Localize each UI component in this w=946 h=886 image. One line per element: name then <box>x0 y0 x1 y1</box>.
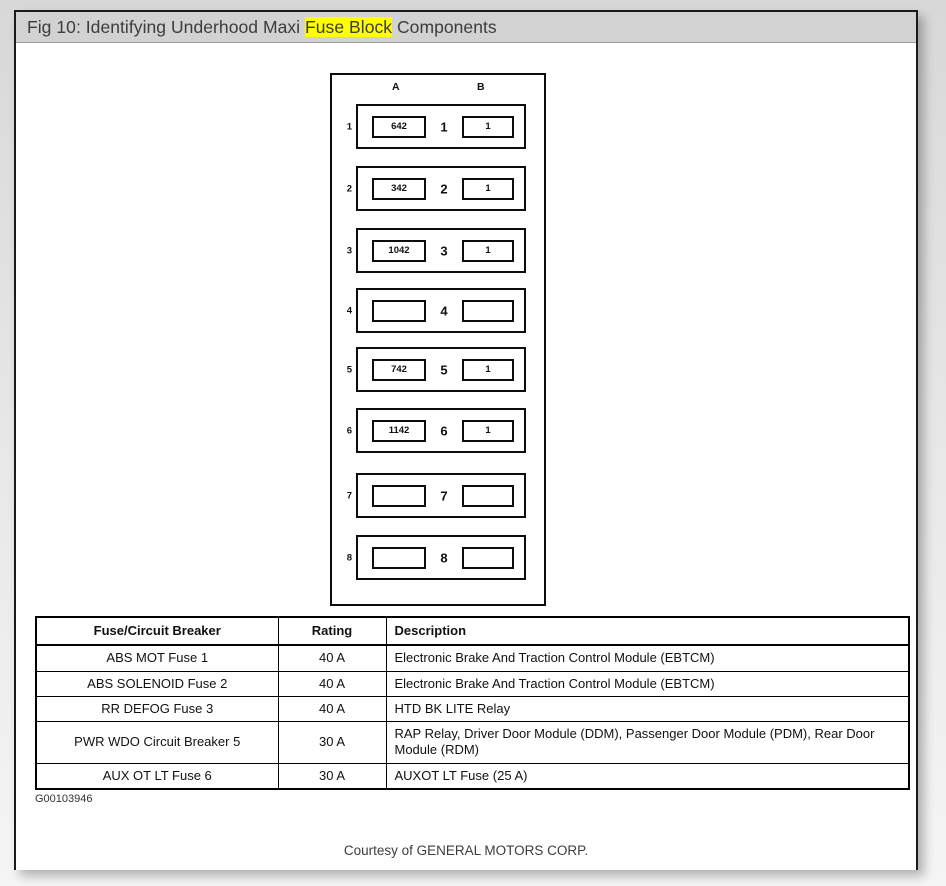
figure-title-bar: Fig 10: Identifying Underhood Maxi Fuse … <box>16 12 916 43</box>
fuse-row-label: 4 <box>346 305 352 316</box>
cell-rating: 30 A <box>277 721 387 764</box>
cell-description: RAP Relay, Driver Door Module (DDM), Pas… <box>385 721 910 764</box>
cell-fuse-name: ABS MOT Fuse 1 <box>35 644 279 672</box>
fuse-slot-a <box>372 299 426 322</box>
page-title: Fig 10: Identifying Underhood Maxi Fuse … <box>16 16 497 38</box>
column-header-description: Description <box>385 615 910 647</box>
title-suffix: Components <box>392 16 497 37</box>
fuse-row: 7 7 <box>347 473 526 518</box>
fuse-row: 2 342 2 1 <box>347 166 526 211</box>
fuse-slot-a: 342 <box>372 177 426 200</box>
cell-rating: 40 A <box>277 695 387 723</box>
diagram-column-headers: A B <box>332 81 544 97</box>
cell-rating: 40 A <box>277 670 387 697</box>
column-header-a: A <box>392 81 400 93</box>
table-row: ABS SOLENOID Fuse 2 40 A Electronic Brak… <box>35 670 910 697</box>
fuse-slot-a: 1142 <box>372 419 426 442</box>
document-content: A B 1 642 1 1 2 342 2 1 3 1042 <box>16 43 916 870</box>
fuse-row-label: 1 <box>346 121 352 132</box>
fuse-slot-b: 1 <box>462 419 514 442</box>
cell-description: Electronic Brake And Traction Control Mo… <box>385 644 910 672</box>
fuse-row: 8 8 <box>347 535 526 580</box>
document-panel: Fig 10: Identifying Underhood Maxi Fuse … <box>14 10 918 870</box>
fuse-row: 5 742 5 1 <box>347 347 526 392</box>
cell-fuse-name: ABS SOLENOID Fuse 2 <box>35 670 279 697</box>
fuse-position-number: 5 <box>440 362 448 377</box>
fuse-position-number: 2 <box>440 181 448 196</box>
title-highlight: Fuse Block <box>305 16 393 37</box>
table-row: ABS MOT Fuse 1 40 A Electronic Brake And… <box>35 644 910 672</box>
cell-rating: 30 A <box>277 762 387 790</box>
fuse-slot-b <box>462 299 514 322</box>
cell-fuse-name: AUX OT LT Fuse 6 <box>35 762 279 790</box>
fuse-slot-a: 742 <box>372 358 426 381</box>
fuse-slot-a <box>372 546 426 569</box>
fuse-slot-b: 1 <box>462 239 514 262</box>
column-header-fuse-circuit-breaker: Fuse/Circuit Breaker <box>35 615 279 647</box>
fuse-slot-a: 642 <box>372 115 426 138</box>
cell-description: HTD BK LITE Relay <box>385 695 910 723</box>
cell-rating: 40 A <box>277 644 387 672</box>
fuse-position-number: 8 <box>440 550 448 565</box>
fuse-slot-a <box>372 484 426 507</box>
fuse-slot-a: 1042 <box>372 239 426 262</box>
cell-description: Electronic Brake And Traction Control Mo… <box>385 670 910 697</box>
fuse-row: 6 1142 6 1 <box>347 408 526 453</box>
fuse-row: 4 4 <box>347 288 526 333</box>
table-header-row: Fuse/Circuit Breaker Rating Description <box>35 615 910 647</box>
fuse-row-label: 6 <box>346 425 352 436</box>
table-row: PWR WDO Circuit Breaker 5 30 A RAP Relay… <box>35 721 910 764</box>
fuse-row-label: 3 <box>346 245 352 256</box>
fuse-position-number: 4 <box>440 303 448 318</box>
fuse-row: 3 1042 3 1 <box>347 228 526 273</box>
cell-fuse-name: PWR WDO Circuit Breaker 5 <box>35 721 279 764</box>
table-row: AUX OT LT Fuse 6 30 A AUXOT LT Fuse (25 … <box>35 762 910 790</box>
fuse-slot-b: 1 <box>462 177 514 200</box>
fuse-slot-b <box>462 546 514 569</box>
figure-id-label: G00103946 <box>35 793 93 805</box>
fuse-description-table: Fuse/Circuit Breaker Rating Description … <box>35 615 910 790</box>
fuse-position-number: 6 <box>440 423 448 438</box>
fuse-row-label: 8 <box>346 552 352 563</box>
fuse-row-label: 7 <box>346 490 352 501</box>
column-header-rating: Rating <box>277 615 387 647</box>
fuse-slot-b <box>462 484 514 507</box>
fuse-slot-b: 1 <box>462 358 514 381</box>
courtesy-line: Courtesy of GENERAL MOTORS CORP. <box>343 843 589 858</box>
fuse-row: 1 642 1 1 <box>347 104 526 149</box>
underhood-maxi-fuse-block-diagram: A B 1 642 1 1 2 342 2 1 3 1042 <box>330 73 546 606</box>
fuse-position-number: 7 <box>440 488 448 503</box>
fuse-position-number: 3 <box>440 243 448 258</box>
fuse-slot-b: 1 <box>462 115 514 138</box>
table-row: RR DEFOG Fuse 3 40 A HTD BK LITE Relay <box>35 695 910 723</box>
cell-fuse-name: RR DEFOG Fuse 3 <box>35 695 279 723</box>
cell-description: AUXOT LT Fuse (25 A) <box>385 762 910 790</box>
fuse-row-label: 5 <box>346 364 352 375</box>
fuse-position-number: 1 <box>440 119 448 134</box>
fuse-row-label: 2 <box>346 183 352 194</box>
title-prefix: Fig 10: Identifying Underhood Maxi <box>27 16 306 37</box>
column-header-b: B <box>477 81 485 93</box>
